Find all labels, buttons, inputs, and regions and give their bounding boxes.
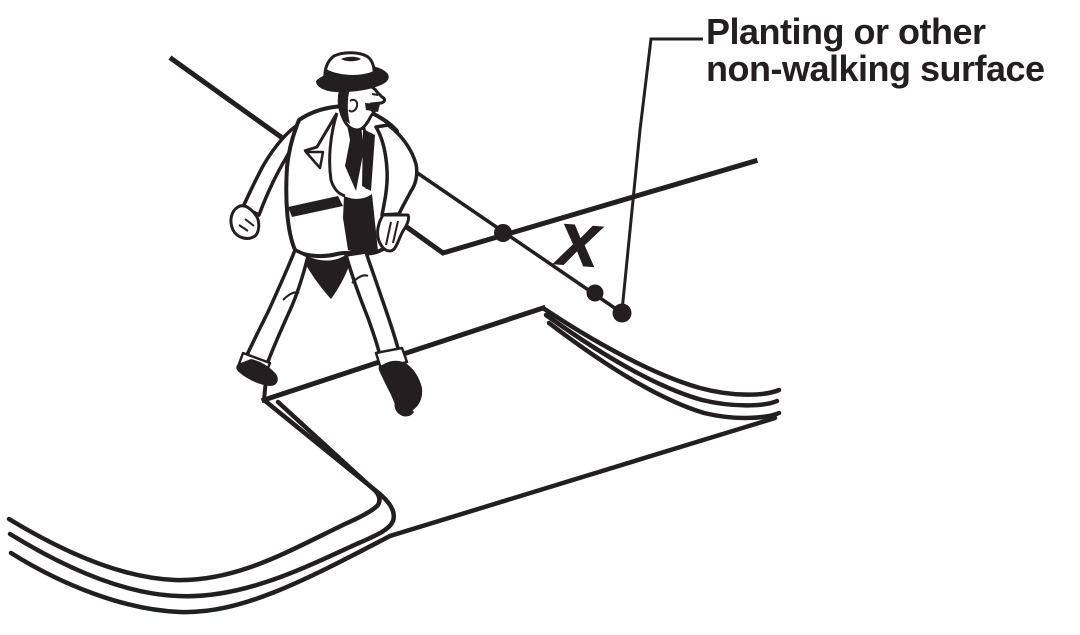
man-front-arm bbox=[374, 123, 419, 217]
man-ear-and-eye bbox=[348, 93, 379, 113]
walking-man-figure bbox=[229, 51, 423, 417]
man-front-hand bbox=[376, 213, 411, 253]
boundary-dot-2 bbox=[586, 284, 604, 302]
man-chest-pocket bbox=[304, 150, 325, 170]
man-back-leg-crease bbox=[282, 291, 300, 301]
man-front-leg-crease bbox=[351, 274, 369, 284]
man-tie bbox=[345, 114, 364, 191]
non-walking-x-marker: x bbox=[550, 193, 607, 284]
man-front-leg bbox=[344, 250, 401, 358]
man-back-leg bbox=[244, 248, 310, 369]
man-hair bbox=[338, 88, 350, 124]
man-mustache bbox=[365, 103, 380, 112]
walkway-edge-line bbox=[168, 55, 759, 256]
man-jacket-slash-shadow bbox=[288, 196, 343, 217]
man-finger-lines bbox=[385, 220, 399, 246]
boundary-dot-1 bbox=[494, 224, 512, 242]
non-walking-surface-label: Planting or other non-walking surface bbox=[706, 13, 1045, 87]
boundary-dot-3 bbox=[612, 303, 632, 323]
man-front-shoe bbox=[378, 360, 423, 413]
man-back-shoe bbox=[236, 359, 278, 386]
man-jacket-shadow-right bbox=[362, 129, 375, 191]
curb-return-outer-line bbox=[7, 397, 396, 599]
curb-return-inner-line bbox=[6, 399, 382, 583]
man-waist-shadow bbox=[343, 194, 378, 255]
ramp-flare-line-3 bbox=[546, 320, 782, 421]
label-leader-line bbox=[620, 37, 703, 312]
street-edge-line bbox=[8, 415, 778, 615]
label-line-2: non-walking surface bbox=[706, 48, 1045, 89]
man-front-shoe-heel bbox=[394, 398, 414, 417]
man-hat-band bbox=[325, 69, 374, 87]
man-between-legs-shadow bbox=[300, 252, 352, 299]
ramp-flare-line-1 bbox=[540, 305, 782, 397]
man-back-fist bbox=[229, 204, 261, 240]
ramp-flare-line-2 bbox=[543, 312, 780, 408]
label-line-1: Planting or other bbox=[706, 11, 986, 52]
man-hat-top-dash bbox=[341, 56, 361, 62]
man-fist-knuckle-lines bbox=[238, 218, 255, 232]
